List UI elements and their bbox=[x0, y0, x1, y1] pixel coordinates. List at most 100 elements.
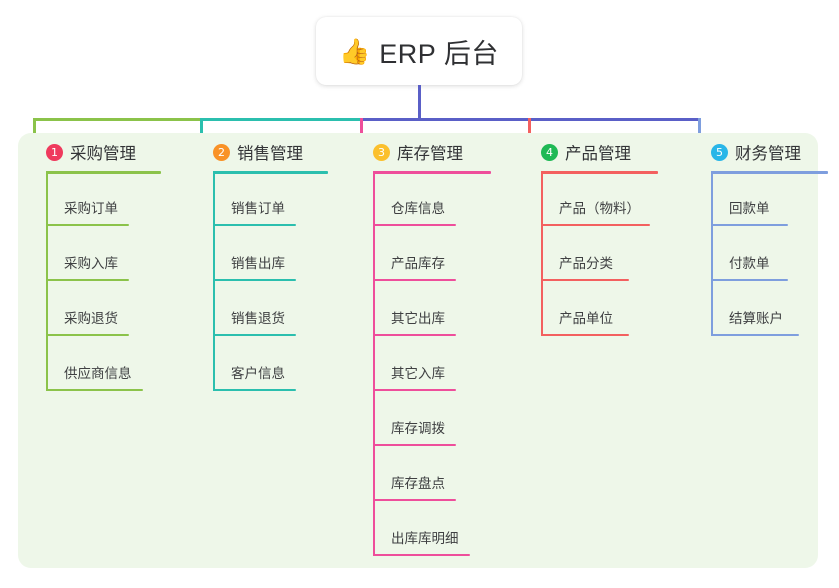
root-title: ERP 后台 bbox=[379, 38, 499, 69]
bus-segment-2 bbox=[200, 118, 360, 121]
column-rule-3 bbox=[373, 171, 491, 174]
list-item[interactable]: 采购退货 bbox=[46, 281, 129, 336]
column-5: 5 财务管理回款单付款单结算账户 bbox=[697, 133, 828, 336]
list-item-rule bbox=[373, 499, 456, 501]
column-stem-2 bbox=[213, 171, 215, 391]
list-item[interactable]: 销售出库 bbox=[213, 226, 296, 281]
column-title-4: 产品管理 bbox=[565, 145, 631, 163]
list-item-rule bbox=[541, 279, 629, 281]
list-item[interactable]: 其它出库 bbox=[373, 281, 456, 336]
list-item-rule bbox=[213, 224, 296, 226]
column-stem-3 bbox=[373, 171, 375, 556]
column-title-3: 库存管理 bbox=[397, 145, 463, 163]
list-item-label: 库存调拨 bbox=[391, 421, 445, 436]
column-1: 1 采购管理采购订单采购入库采购退货供应商信息 bbox=[32, 133, 161, 391]
list-item[interactable]: 客户信息 bbox=[213, 336, 296, 391]
column-rule-4 bbox=[541, 171, 658, 174]
list-item-rule bbox=[373, 224, 456, 226]
list-item-label: 仓库信息 bbox=[391, 201, 445, 216]
column-badge-3: 3 bbox=[373, 143, 390, 161]
column-header-2[interactable]: 2 销售管理 bbox=[199, 133, 303, 171]
list-item-rule bbox=[373, 334, 456, 336]
list-item-label: 产品单位 bbox=[559, 311, 613, 326]
list-item-label: 结算账户 bbox=[729, 311, 783, 326]
list-item-rule bbox=[711, 334, 799, 336]
list-item-label: 出库库明细 bbox=[391, 531, 459, 546]
list-item-label: 库存盘点 bbox=[391, 476, 445, 491]
list-item[interactable]: 销售订单 bbox=[213, 171, 296, 226]
list-item-label: 其它入库 bbox=[391, 366, 445, 381]
list-item-rule bbox=[213, 389, 296, 391]
list-item[interactable]: 产品分类 bbox=[541, 226, 629, 281]
column-2: 2 销售管理销售订单销售出库销售退货客户信息 bbox=[199, 133, 328, 391]
list-item-rule bbox=[213, 279, 296, 281]
column-rule-2 bbox=[213, 171, 328, 174]
list-item-label: 产品分类 bbox=[559, 256, 613, 271]
column-header-1[interactable]: 1 采购管理 bbox=[32, 133, 136, 171]
list-item-rule bbox=[373, 279, 456, 281]
list-item[interactable]: 回款单 bbox=[711, 171, 788, 226]
list-item-label: 客户信息 bbox=[231, 366, 285, 381]
list-item[interactable]: 产品（物料） bbox=[541, 171, 650, 226]
list-item[interactable]: 销售退货 bbox=[213, 281, 296, 336]
column-badge-1: 1 bbox=[46, 143, 63, 161]
list-item-label: 销售退货 bbox=[231, 311, 285, 326]
root-stem bbox=[418, 85, 421, 121]
column-title-1: 采购管理 bbox=[70, 145, 136, 163]
column-stem-5 bbox=[711, 171, 713, 336]
list-item-rule bbox=[46, 279, 129, 281]
column-rule-1 bbox=[46, 171, 161, 174]
org-chart-panel: 1 采购管理采购订单采购入库采购退货供应商信息 2 销售管理销售订单销售出库销售退货客… bbox=[18, 133, 828, 568]
list-item-label: 产品库存 bbox=[391, 256, 445, 271]
list-item-label: 供应商信息 bbox=[64, 366, 132, 381]
list-item-rule bbox=[541, 224, 650, 226]
list-item-label: 采购订单 bbox=[64, 201, 118, 216]
list-item-rule bbox=[46, 224, 129, 226]
list-item[interactable]: 供应商信息 bbox=[46, 336, 143, 391]
list-item-rule bbox=[46, 334, 129, 336]
list-item[interactable]: 出库库明细 bbox=[373, 501, 470, 556]
list-item-rule bbox=[541, 334, 629, 336]
column-rule-5 bbox=[711, 171, 828, 174]
list-item-label: 销售订单 bbox=[231, 201, 285, 216]
list-item-rule bbox=[373, 389, 456, 391]
list-item-label: 付款单 bbox=[729, 256, 770, 271]
list-item-label: 回款单 bbox=[729, 201, 770, 216]
column-title-2: 销售管理 bbox=[237, 145, 303, 163]
list-item[interactable]: 库存调拨 bbox=[373, 391, 456, 446]
column-3: 3 库存管理仓库信息产品库存其它出库其它入库库存调拨库存盘点出库库明细 bbox=[359, 133, 491, 556]
list-item[interactable]: 库存盘点 bbox=[373, 446, 456, 501]
column-title-5: 财务管理 bbox=[735, 145, 801, 163]
column-badge-4: 4 bbox=[541, 143, 558, 161]
column-badge-5: 5 bbox=[711, 143, 728, 161]
list-item-rule bbox=[711, 224, 788, 226]
list-item[interactable]: 仓库信息 bbox=[373, 171, 456, 226]
thumbs-up-icon: 👍 bbox=[339, 37, 371, 66]
list-item[interactable]: 结算账户 bbox=[711, 281, 799, 336]
column-header-5[interactable]: 5 财务管理 bbox=[697, 133, 801, 171]
list-item-rule bbox=[711, 279, 788, 281]
list-item-label: 采购入库 bbox=[64, 256, 118, 271]
column-header-3[interactable]: 3 库存管理 bbox=[359, 133, 463, 171]
list-item-rule bbox=[373, 554, 470, 556]
list-item[interactable]: 采购订单 bbox=[46, 171, 129, 226]
column-header-4[interactable]: 4 产品管理 bbox=[527, 133, 631, 171]
column-4: 4 产品管理产品（物料） 产品分类产品单位 bbox=[527, 133, 658, 336]
list-item-rule bbox=[213, 334, 296, 336]
list-item[interactable]: 付款单 bbox=[711, 226, 788, 281]
list-item-rule bbox=[46, 389, 143, 391]
column-stem-4 bbox=[541, 171, 543, 336]
root-node[interactable]: 👍 ERP 后台 bbox=[316, 17, 522, 85]
column-stem-1 bbox=[46, 171, 48, 391]
list-item-label: 销售出库 bbox=[231, 256, 285, 271]
list-item-label: 其它出库 bbox=[391, 311, 445, 326]
list-item-rule bbox=[373, 444, 456, 446]
list-item[interactable]: 产品库存 bbox=[373, 226, 456, 281]
column-badge-2: 2 bbox=[213, 143, 230, 161]
list-item[interactable]: 其它入库 bbox=[373, 336, 456, 391]
list-item-label: 采购退货 bbox=[64, 311, 118, 326]
list-item-label: 产品（物料） bbox=[559, 201, 640, 216]
list-item[interactable]: 产品单位 bbox=[541, 281, 629, 336]
bus-segment-1 bbox=[33, 118, 200, 121]
list-item[interactable]: 采购入库 bbox=[46, 226, 129, 281]
